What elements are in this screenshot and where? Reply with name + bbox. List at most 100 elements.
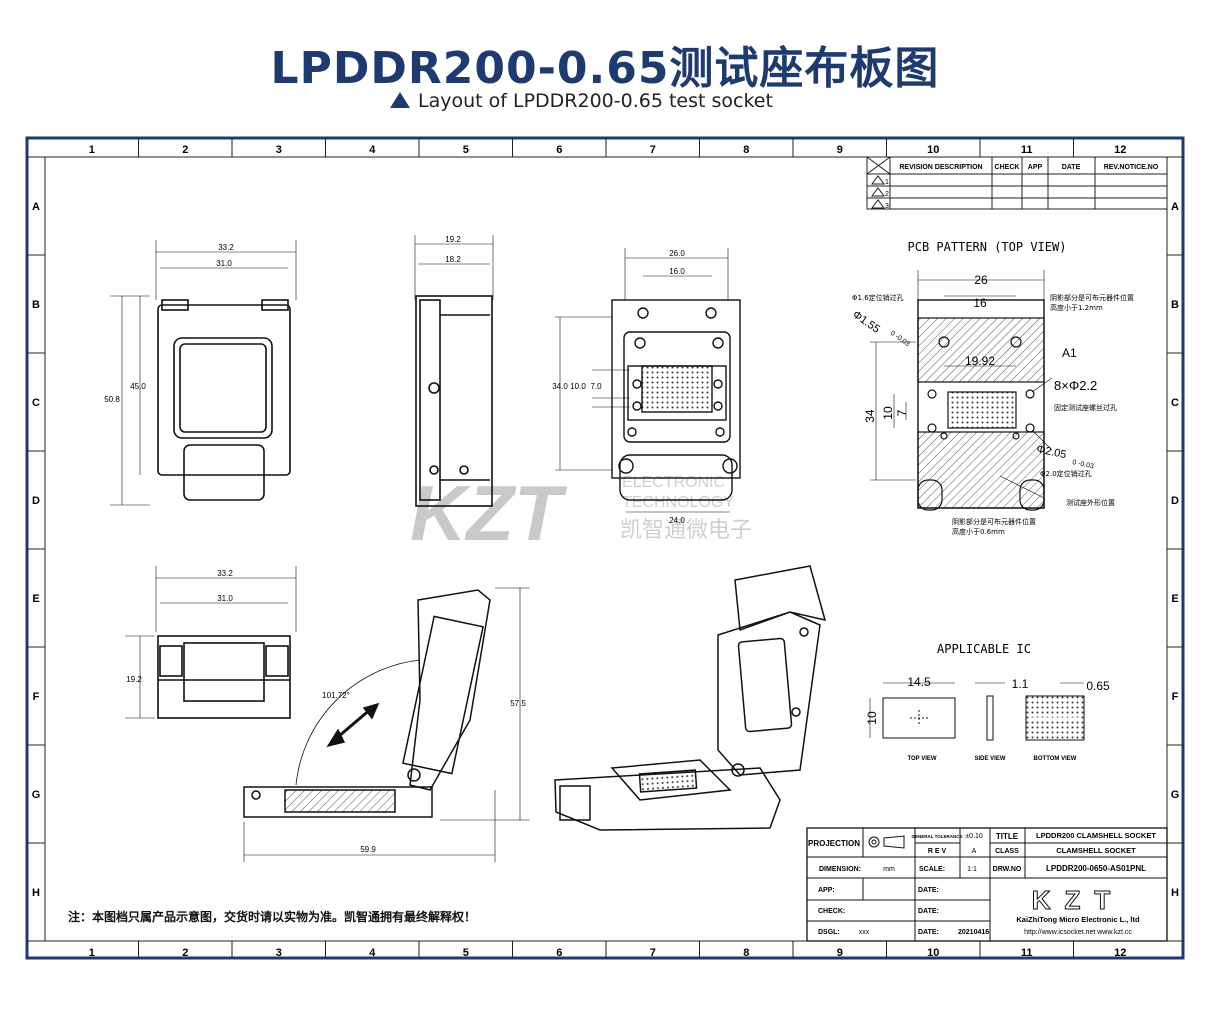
top-dim-bottom: 24.0 (669, 516, 685, 525)
pcb-label-note-bot-2: 高度小于0.6mm (952, 527, 1005, 536)
pcb-dim-26: 26 (974, 273, 988, 287)
open-dim-length: 59.9 (360, 845, 376, 854)
rev-row-2: 2 (885, 191, 889, 198)
rev-header-description: REVISION DESCRIPTION (899, 164, 982, 171)
pcb-label-hole-top: Φ1.6定位销过孔 (852, 293, 904, 302)
top-dim-width: 26.0 (669, 249, 685, 258)
tb-dsgl-label: DSGL: (818, 929, 840, 936)
grid-col-label-7-bottom: 7 (650, 947, 656, 959)
revision-table: REVISION DESCRIPTION CHECK APP DATE REV.… (866, 156, 1168, 210)
tb-check-label: CHECK: (818, 908, 845, 915)
subtitle-text: Layout of LPDDR200-0.65 test socket (418, 90, 773, 112)
grid-col-label-5-top: 5 (463, 144, 469, 156)
tb-rev-value: A (972, 848, 977, 855)
bottom-dim-height: 19.2 (126, 675, 142, 684)
front-dim-width: 33.2 (218, 243, 234, 252)
grid-col-label-2-bottom: 2 (182, 947, 188, 959)
rev-row-3: 3 (885, 203, 889, 210)
grid-row-label-A-right: A (1171, 201, 1179, 213)
side-dim-inner: 18.2 (445, 255, 461, 264)
bottom-dim-inner: 31.0 (217, 594, 233, 603)
grid-col-label-8-bottom: 8 (743, 947, 749, 959)
watermark-line3: 凯智通微电子 (620, 518, 752, 543)
tb-date-label-2: DATE: (918, 908, 939, 915)
pcb-label-note-bot-1: 阴影部分是可布元器件位置 (952, 517, 1036, 526)
pcb-label-hole-tol-1: 0 -0.03 (889, 330, 911, 348)
applicable-ic-title: APPLICABLE IC (937, 642, 1031, 656)
grid-col-label-6-top: 6 (556, 144, 562, 156)
ic-view-bottom: BOTTOM VIEW (1034, 756, 1077, 762)
tb-scale-value: 1:1 (967, 866, 977, 873)
pcb-label-outline: 测试座外形位置 (1066, 498, 1115, 507)
top-dim-height: 34.0 (552, 382, 568, 391)
pcb-label-hole-dia-1: Φ1.55 (850, 309, 882, 336)
grid-col-label-11-top: 11 (1021, 144, 1033, 156)
page-title: LPDDR200-0.65测试座布板图 (270, 43, 940, 94)
pcb-dim-1992: 19.92 (965, 354, 995, 368)
front-view (110, 240, 297, 506)
tb-date-label-3: DATE: (918, 929, 939, 936)
open-dim-height: 57.5 (510, 699, 526, 708)
front-dim-height: 50.8 (104, 395, 120, 404)
grid-col-label-3-bottom: 3 (276, 947, 282, 959)
ic-dim-width: 10 (865, 711, 879, 725)
grid-row-label-H-left: H (32, 887, 40, 899)
tb-rev-label: R E V (928, 848, 947, 855)
rev-row-1: 1 (885, 179, 889, 186)
grid-col-label-10-top: 10 (927, 144, 939, 156)
pcb-label-note-top-2: 高度小于1.2mm (1050, 303, 1103, 312)
pcb-pattern-title: PCB PATTERN (TOP VIEW) (908, 240, 1067, 254)
grid-col-label-12-bottom: 12 (1114, 947, 1126, 959)
bottom-dim-width: 33.2 (217, 569, 233, 578)
ic-view-side: SIDE VIEW (974, 756, 1005, 762)
watermark-logo: KZT (410, 469, 568, 557)
tb-projection: PROJECTION (808, 839, 860, 848)
open-dim-angle: 101.72° (322, 691, 350, 700)
rev-header-app: APP (1028, 164, 1043, 171)
pcb-label-hole-bottom: Φ2.0定位销过孔 (1040, 469, 1092, 478)
tb-drw-value: LPDDR200-0650-AS01PNL (1046, 864, 1146, 873)
grid-row-label-A-left: A (32, 201, 40, 213)
grid-col-label-3-top: 3 (276, 144, 282, 156)
pcb-label-hole-tol-2: 0 -0.03 (1072, 459, 1095, 470)
grid-row-label-D-right: D (1171, 495, 1179, 507)
side-view (414, 235, 494, 507)
grid-row-label-F-right: F (1172, 691, 1179, 703)
grid-col-label-6-bottom: 6 (556, 947, 562, 959)
ic-view-top: TOP VIEW (907, 756, 936, 762)
grid-row-label-E-left: E (32, 593, 39, 605)
pcb-label-screw-note: 固定测试座螺丝过孔 (1054, 403, 1117, 412)
outer-frame (25, 136, 1185, 960)
tb-app-label: APP: (818, 887, 835, 894)
front-dim-inner: 31.0 (216, 259, 232, 268)
top-view (555, 248, 741, 513)
tb-title-label: TITLE (996, 832, 1019, 841)
grid-row-label-D-left: D (32, 495, 40, 507)
watermark-line1: ELECTRONIC (622, 474, 725, 491)
grid-col-label-9-bottom: 9 (837, 947, 843, 959)
grid-col-label-2-top: 2 (182, 144, 188, 156)
ic-dim-thickness: 1.1 (1012, 677, 1029, 691)
grid-col-label-11-bottom: 11 (1021, 947, 1033, 959)
side-dim-width: 19.2 (445, 235, 461, 244)
pcb-label-a1: A1 (1062, 346, 1077, 360)
pcb-dim-7: 7 (895, 409, 909, 416)
grid-row-label-C-left: C (32, 397, 40, 409)
grid-row-label-F-left: F (33, 691, 40, 703)
applicable-ic (869, 682, 1085, 741)
tb-date-label-1: DATE: (918, 887, 939, 894)
grid-row-label-G-right: G (1171, 789, 1180, 801)
pcb-pattern (870, 270, 1053, 511)
watermark: KZT ELECTRONIC TECHNOLOGY 凯智通微电子 (410, 469, 752, 557)
tb-tol-value: ±0.10 (965, 833, 983, 840)
grid-col-label-1-bottom: 1 (89, 947, 95, 959)
grid-row-label-E-right: E (1171, 593, 1178, 605)
tb-company: KaiZhiTong Micro Electronic L., ltd (1016, 915, 1140, 924)
tb-dimension-value: mm (883, 866, 895, 873)
grid-col-label-4-bottom: 4 (369, 947, 376, 959)
grid-row-label-H-right: H (1171, 887, 1179, 899)
grid-col-label-12-top: 12 (1114, 144, 1126, 156)
